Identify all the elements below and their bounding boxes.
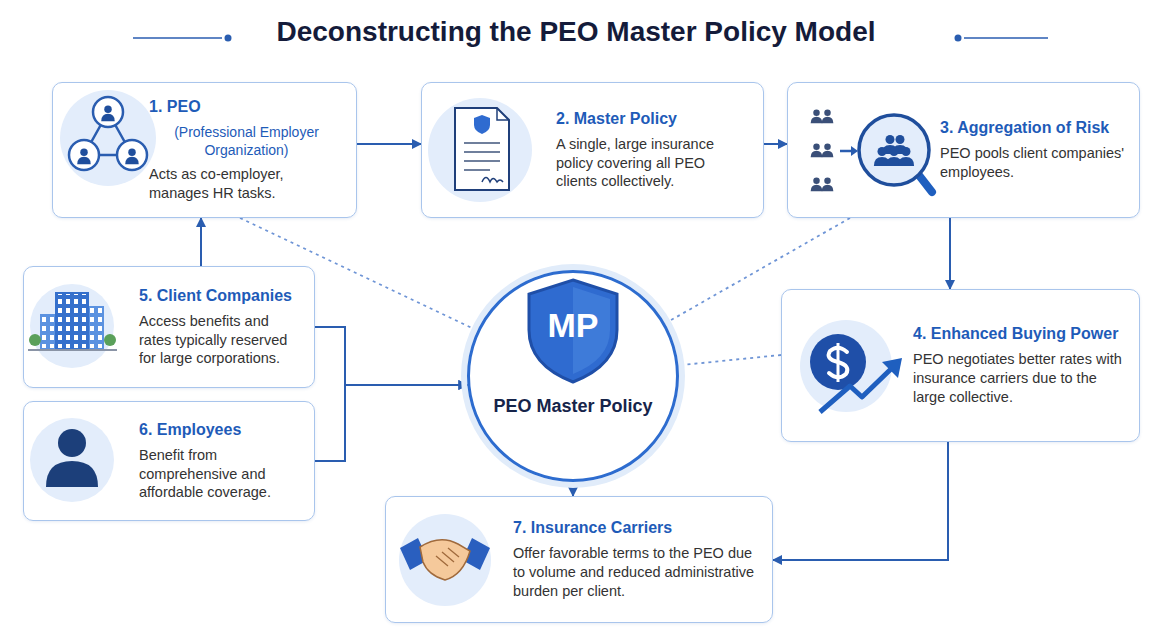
dollar-bar [837,343,840,382]
step-description: Benefit from comprehensive and affordabl… [139,446,304,503]
handshake-icon [399,514,491,606]
document-icon [428,98,532,202]
step-box: 6. EmployeesBenefit from comprehensive a… [23,401,315,521]
flow-arrow [773,442,948,560]
step-subtitle: (Professional Employer Organization) [149,123,344,159]
person-glyph [101,106,115,122]
person-glyph [811,110,823,124]
icon-ground [30,418,114,502]
icon-ground [399,514,491,606]
building-windows [56,294,88,348]
flow-arrow [357,143,421,145]
employee-icon [30,418,114,502]
document-lines [464,143,500,170]
person-ring [93,97,123,127]
step-heading: 1. PEO [149,97,344,117]
fingers [436,548,459,566]
buying-power-icon [800,320,902,412]
title-dot [955,35,962,42]
step-heading: 3. Aggregation of Risk [940,118,1129,138]
signature [482,178,503,183]
step-description: PEO pools client companies' employees. [940,144,1129,182]
step-heading: 5. Client Companies [139,286,304,306]
growth-arrow [820,368,892,412]
person-head [58,429,86,457]
step-heading: 2. Master Policy [556,109,749,129]
step-description: Acts as co-employer, manages HR tasks. [149,165,344,203]
step-heading: 4. Enhanced Buying Power [913,324,1127,344]
peo-icon [60,90,156,186]
step-description: PEO negotiates better rates with insuran… [913,350,1127,407]
magnifier-handle [918,174,932,192]
building-windows [87,308,103,348]
tree [29,334,41,346]
person-glyph [822,178,834,192]
step-heading: 6. Employees [139,420,304,440]
building-tower [55,292,89,350]
person-ring [69,140,99,170]
person-body [46,461,98,487]
icon-ground [30,284,114,368]
building-wing [86,306,104,350]
step-description: Access benefits and rates typically rese… [139,312,304,369]
step-box: 2. Master Policy A single, large insuranc… [421,82,764,218]
flow-arrow [200,218,202,266]
document-shield [474,115,490,134]
person-glyph [77,149,91,165]
merge-arrowhead [851,146,858,156]
diagram-title: Deconstructing the PEO Master Policy Mod… [0,16,1152,48]
building-icon [28,284,117,368]
title-rule [964,37,1048,39]
magnifier-lens [859,115,929,185]
dotted-link [665,218,850,323]
person-glyph [811,178,823,192]
document-sheet [455,108,509,190]
document-fold [497,108,509,120]
hub-circle: MP PEO Master Policy [467,270,679,482]
flow-arrow [315,385,467,461]
icon-ground [428,98,532,202]
shield-label: MP [470,305,676,345]
aggregation-icon [811,110,932,193]
building-wing [40,314,58,350]
person-glyph [822,144,834,158]
tree [104,334,116,346]
person-glyph [811,144,823,158]
person-glyph [898,147,914,166]
step-box: 5. Client CompaniesAccess benefits and r… [23,266,315,388]
flow-arrow [764,143,787,145]
person-glyph [125,149,139,165]
flow-arrow [572,482,574,496]
dotted-link [678,355,781,365]
icon-ground [800,320,892,412]
hub-caption: PEO Master Policy [470,395,676,417]
step-heading: 7. Insurance Carriers [513,518,758,538]
growth-arrowhead [882,358,902,378]
step-description: A single, large insurance policy coverin… [556,135,749,192]
step-box: 4. Enhanced Buying PowerPEO negotiates b… [781,289,1140,442]
building-windows [41,316,57,348]
dotted-link [240,218,477,331]
person-ring [117,140,147,170]
step-box: 1. PEO (Professional Employer Organizatio… [52,82,357,218]
title-rule [133,37,222,39]
title-dot [225,35,232,42]
flow-arrow [315,327,467,385]
step-box: 7. Insurance CarriersOffer favorable ter… [385,496,773,623]
ground-line [28,349,117,351]
hands [420,540,470,580]
coin [810,334,866,390]
merge-arrow [840,150,852,153]
step-description: Offer favorable terms to the PEO due to … [513,544,758,601]
icon-ground [60,90,156,186]
step-box: 3. Aggregation of RiskPEO pools client c… [787,82,1140,218]
flow-arrow [949,218,951,289]
person-glyph [822,110,834,124]
